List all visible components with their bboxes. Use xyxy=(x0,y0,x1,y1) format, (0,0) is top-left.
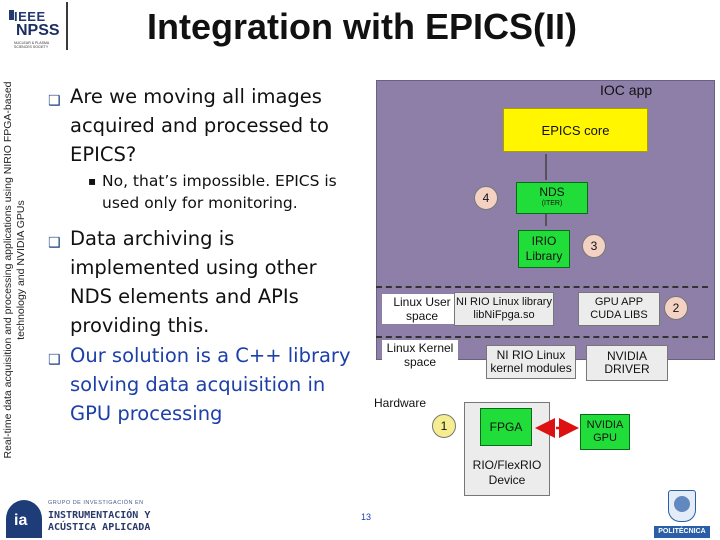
bullet-4: ❑ Our solution is a C++ library solving … xyxy=(48,341,360,428)
ieee-npss-logo: IEEE NPSS NUCLEAR & PLASMA SCIENCES SOCI… xyxy=(8,6,66,50)
nds-box: NDS (ITER) xyxy=(516,182,588,214)
nirio-lib-label-1: NI RIO Linux library xyxy=(456,296,552,308)
page-number: 13 xyxy=(361,512,372,522)
ia-logo-icon xyxy=(6,500,42,538)
linux-kernel-space-label: Linux Kernel space xyxy=(382,340,458,370)
group-name-line1: INSTRUMENTACIÓN Y xyxy=(48,510,151,521)
bullet-1: ❑ Are we moving all images acquired and … xyxy=(48,82,360,169)
user-space-divider xyxy=(376,286,708,288)
university-logo: POLITÉCNICA xyxy=(654,490,710,538)
linux-kernel-label-2: space xyxy=(403,355,437,369)
ieee-brand: IEEE xyxy=(14,9,46,24)
gpu-app-box: GPU APP CUDA LIBS xyxy=(578,292,660,326)
linux-user-label-1: Linux User xyxy=(393,295,451,309)
irio-label-2: Library xyxy=(525,249,563,263)
gpu-app-label-2: CUDA LIBS xyxy=(590,309,648,321)
bullet-2: ▪ No, that’s impossible. EPICS is used o… xyxy=(88,170,358,214)
ieee-logo-mark xyxy=(9,10,14,20)
architecture-diagram: IOC app EPICS core NDS (ITER) IRIO Libra… xyxy=(368,78,720,498)
nvidia-gpu-box: NVIDIA GPU xyxy=(580,414,630,450)
header-divider xyxy=(66,2,68,50)
marker-4: 4 xyxy=(474,186,498,210)
irio-box: IRIO Library xyxy=(518,230,570,268)
bullet-4-text: Our solution is a C++ library solving da… xyxy=(70,344,351,425)
nvidia-driver-label-2: DRIVER xyxy=(604,362,650,376)
marker-1: 1 xyxy=(432,414,456,438)
linux-kernel-label-1: Linux Kernel xyxy=(386,341,454,355)
bullet-checkbox-icon: ❑ xyxy=(48,352,61,368)
research-group-logo: ia GRUPO DE INVESTIGACIÓN EN INSTRUMENTA… xyxy=(2,496,152,540)
bullet-3-text: Data archiving is implemented using othe… xyxy=(70,227,317,337)
hardware-label: Hardware xyxy=(374,396,427,410)
group-name-line2: ACÚSTICA APLICADA xyxy=(48,522,151,533)
ioc-app-label: IOC app xyxy=(600,82,653,98)
slide-title: Integration with EPICS(II) xyxy=(147,6,577,47)
nirio-km-label-1: NI RIO Linux xyxy=(496,348,566,362)
side-caption: Real-time data acquisition and processin… xyxy=(2,81,27,459)
bullet-checkbox-icon: ❑ xyxy=(48,93,61,109)
nirio-kernel-modules-box: NI RIO Linux kernel modules xyxy=(486,345,576,379)
marker-2: 2 xyxy=(664,296,688,320)
npss-brand: NPSS xyxy=(16,22,60,39)
nvidia-driver-label-1: NVIDIA xyxy=(606,349,647,363)
nds-sublabel: (ITER) xyxy=(541,200,563,207)
nvidia-gpu-label-2: GPU xyxy=(593,432,617,444)
gpu-app-label-1: GPU APP xyxy=(594,296,644,308)
bullet-checkbox-icon: ❑ xyxy=(48,235,61,251)
nds-label: NDS xyxy=(539,185,565,199)
rio-device-label: RIO/FlexRIO Device xyxy=(464,458,550,488)
fpga-label: FPGA xyxy=(489,420,523,434)
university-band: POLITÉCNICA xyxy=(654,526,710,538)
linux-user-label-2: space xyxy=(405,309,439,323)
irio-label-1: IRIO xyxy=(531,234,557,248)
nirio-lib-label-2: libNiFpga.so xyxy=(473,309,535,321)
nvidia-driver-box: NVIDIA DRIVER xyxy=(586,345,668,381)
bullet-square-icon: ▪ xyxy=(88,174,97,188)
bullet-1-text: Are we moving all images acquired and pr… xyxy=(70,85,329,166)
npss-subtitle: NUCLEAR & PLASMA SCIENCES SOCIETY xyxy=(14,41,50,49)
group-small-label: GRUPO DE INVESTIGACIÓN EN xyxy=(48,500,144,506)
rio-label-1: RIO/FlexRIO xyxy=(472,458,542,472)
ia-logo-text: ia xyxy=(14,512,28,529)
marker-3: 3 xyxy=(582,234,606,258)
bullet-3: ❑ Data archiving is implemented using ot… xyxy=(48,224,330,340)
fpga-box: FPGA xyxy=(480,408,532,446)
nvidia-gpu-label-1: NVIDIA xyxy=(586,419,624,431)
nirio-km-label-2: kernel modules xyxy=(490,361,572,375)
diagram-arrows xyxy=(535,154,579,438)
bullet-2-text: No, that’s impossible. EPICS is used onl… xyxy=(102,172,337,212)
linux-user-space-label: Linux User space xyxy=(382,294,462,324)
epics-core-box: EPICS core xyxy=(503,108,648,152)
nirio-library-box: NI RIO Linux library libNiFpga.so xyxy=(454,292,554,326)
epics-core-label: EPICS core xyxy=(541,122,610,138)
university-crest-emblem xyxy=(674,496,690,512)
kernel-space-divider xyxy=(376,336,708,338)
rio-label-2: Device xyxy=(488,473,526,487)
